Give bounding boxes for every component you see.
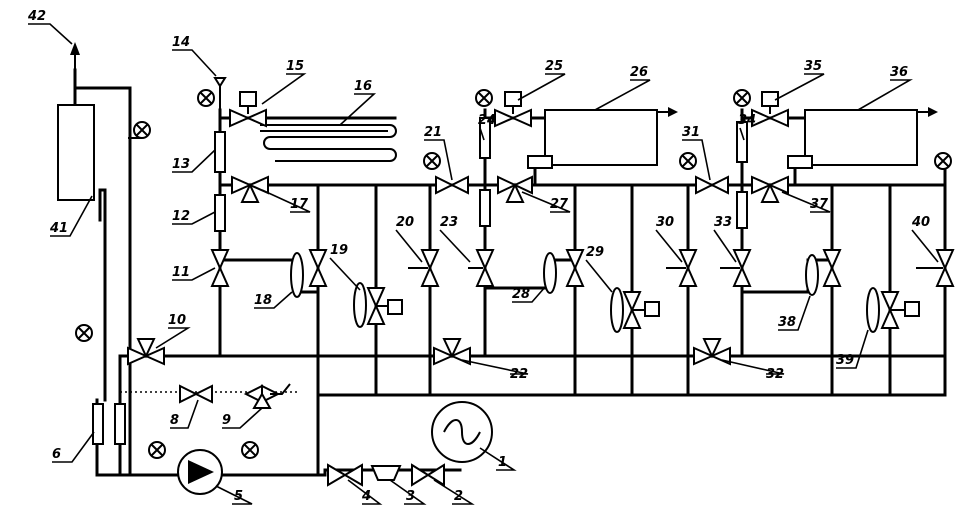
component-labels: 42 14 15 16 25 26 35 36 13 12 11 17 18 1… [27,9,930,504]
label-32: 32 [766,367,784,382]
pressure-gauge-icon [75,89,952,459]
filter-icon [213,77,880,481]
label-27: 27 [550,197,569,212]
label-2: 2 [454,489,463,504]
label-4: 4 [361,489,371,504]
label-35: 35 [804,59,822,74]
label-17: 17 [290,197,309,212]
label-6: 6 [52,447,61,462]
label-24: 24 [478,113,496,128]
label-25: 25 [545,59,563,74]
label-1: 1 [498,455,507,470]
label-19: 19 [330,243,348,258]
label-8: 8 [170,413,179,428]
label-5: 5 [234,489,243,504]
evaporator-unit-36 [787,107,938,169]
evaporator-unit-26 [527,107,678,169]
label-28: 28 [512,287,530,302]
gate-valves [179,108,955,487]
label-9: 9 [222,413,231,428]
label-41: 41 [49,221,68,236]
pump-icon [177,449,223,495]
label-21: 21 [424,125,442,140]
label-42: 42 [27,9,46,24]
receiver [57,42,95,201]
three-way-valve-icon [127,175,789,409]
label-38: 38 [778,315,796,330]
label-33: 33 [714,215,732,230]
label-11: 11 [172,265,190,280]
label-36: 36 [890,65,908,80]
sight-glass-icon [92,117,748,445]
label-37: 37 [810,197,829,212]
label-40: 40 [911,215,930,230]
label-30: 30 [656,215,674,230]
label-13: 13 [172,157,190,172]
label-16: 16 [354,79,372,94]
label-18: 18 [254,293,272,308]
label-39: 39 [836,353,854,368]
leader-lines [28,23,939,505]
label-23: 23 [440,215,458,230]
coil-icon [260,124,397,162]
label-22: 22 [510,367,528,382]
label-29: 29 [586,245,604,260]
label-14: 14 [172,35,190,50]
label-34: 34 [738,113,756,128]
label-26: 26 [630,65,648,80]
label-3: 3 [406,489,415,504]
compressor-icon [431,401,493,463]
label-10: 10 [168,313,186,328]
label-15: 15 [286,59,304,74]
label-20: 20 [396,215,414,230]
label-31: 31 [682,125,700,140]
label-12: 12 [172,209,190,224]
solenoid-valve-icon [239,91,920,317]
